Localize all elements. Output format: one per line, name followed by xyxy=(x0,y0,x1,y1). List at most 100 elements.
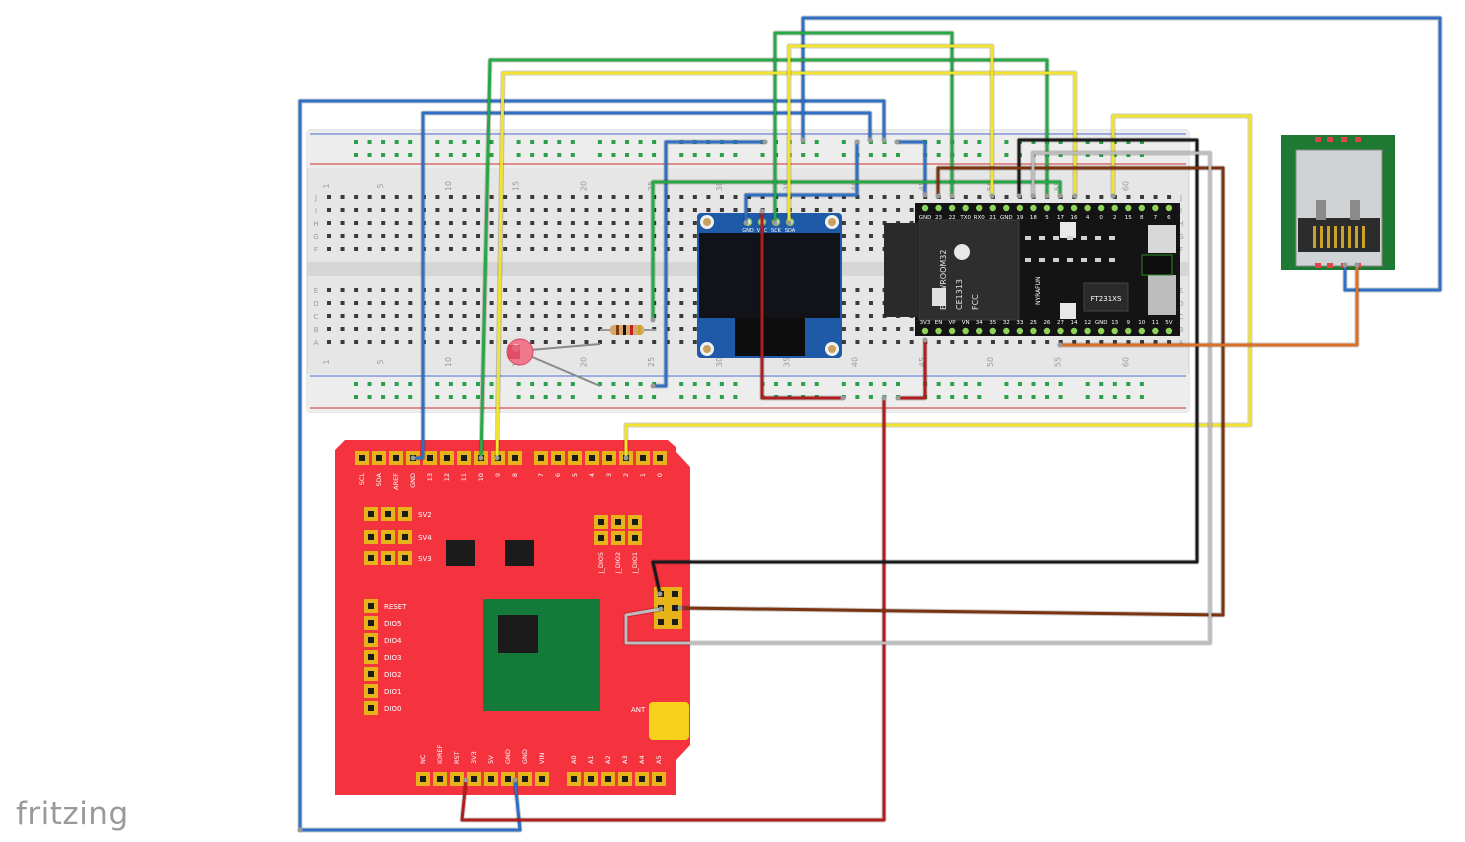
bb-hole xyxy=(448,327,453,331)
shield-dio-label: RESET xyxy=(384,603,407,611)
bb-hole xyxy=(1031,340,1036,344)
wire-layer[interactable] xyxy=(297,15,1443,833)
bb-hole xyxy=(448,221,453,225)
shield-sv-header-hole xyxy=(385,534,391,540)
bb-hole xyxy=(327,247,331,251)
esp32-pin-label: 27 xyxy=(1057,320,1064,326)
esp32-pin-top xyxy=(1084,204,1091,212)
bb-hole xyxy=(327,195,331,199)
rail-hole xyxy=(475,140,480,144)
rail-hole xyxy=(516,382,521,386)
wire-blue-led xyxy=(651,140,767,388)
bb-hole xyxy=(448,247,453,251)
wire-green-sck-end xyxy=(772,220,778,226)
rj45-jack[interactable] xyxy=(1281,135,1395,270)
shield-icsp-right-hole xyxy=(672,591,678,597)
bb-hole xyxy=(408,234,413,238)
bb-hole xyxy=(543,208,548,212)
bb-hole xyxy=(665,340,670,344)
wire-blue-esp-gnd-end xyxy=(922,192,928,198)
bb-hole xyxy=(882,340,887,344)
esp32-pin-label: 7 xyxy=(1154,215,1158,221)
shield-analog-header-hole xyxy=(588,776,594,782)
bb-hole xyxy=(584,247,589,251)
bb-hole xyxy=(476,340,481,344)
shield-digital-label: 12 xyxy=(443,473,451,481)
esp32-pin-bottom xyxy=(948,327,956,335)
rail-hole xyxy=(841,382,846,386)
rail-hole xyxy=(489,382,494,386)
rail-hole xyxy=(597,153,602,157)
wire-black xyxy=(651,138,1199,596)
bb-hole xyxy=(354,234,359,238)
shield-sv-header-hole xyxy=(385,511,391,517)
esp32-pin-bottom xyxy=(1152,327,1159,335)
bb-hole xyxy=(394,340,399,344)
rail-hole xyxy=(1031,382,1036,386)
rail-hole xyxy=(936,140,941,144)
bb-hole xyxy=(381,221,386,225)
rail-hole xyxy=(692,395,697,399)
shield-power-label: NC xyxy=(419,754,427,764)
bb-hole xyxy=(570,221,575,225)
rj45-pad xyxy=(1341,137,1347,142)
rail-hole xyxy=(381,395,386,399)
shield-digital-label: AREF xyxy=(392,473,400,490)
shield-icsp-right-hole xyxy=(672,605,678,611)
wire-blue-esp-gnd xyxy=(895,140,927,197)
rail-hole xyxy=(354,153,358,157)
bb-hole xyxy=(476,234,481,238)
led[interactable] xyxy=(506,338,601,387)
esp32-pin-top xyxy=(976,204,983,212)
rail-hole xyxy=(1099,395,1104,399)
bb-hole xyxy=(448,314,453,318)
wire-orange-rj45-end xyxy=(1057,342,1063,348)
bb-hole xyxy=(354,314,359,318)
shield-digital-label: 7 xyxy=(537,473,545,477)
rail-hole xyxy=(381,382,386,386)
bb-hole xyxy=(855,314,860,318)
bb-hole xyxy=(448,208,453,212)
wire-white-end xyxy=(658,606,664,612)
bb-hole xyxy=(692,288,697,292)
wire-blue-shield-gnd xyxy=(298,778,522,832)
rail-hole xyxy=(475,382,480,386)
bb-hole xyxy=(557,327,562,331)
bb-hole xyxy=(1058,340,1063,344)
bb-hole xyxy=(638,208,643,212)
resistor[interactable] xyxy=(600,325,656,335)
rail-hole xyxy=(896,153,900,157)
bb-hole xyxy=(367,247,372,251)
rail-hole xyxy=(1112,140,1117,144)
bb-hole xyxy=(950,340,955,344)
rail-hole xyxy=(448,153,453,157)
bb-hole xyxy=(462,234,467,238)
bb-hole xyxy=(489,208,494,212)
bb-hole xyxy=(638,340,643,344)
esp32-pin-label: 8 xyxy=(1140,215,1144,221)
bb-hole xyxy=(367,301,372,305)
esp32-pin-label: 23 xyxy=(935,215,942,221)
rail-hole xyxy=(435,140,440,144)
bb-hole xyxy=(394,288,399,292)
shield-dio-label: DIO3 xyxy=(384,654,401,662)
rail-hole xyxy=(963,395,968,399)
bb-hole xyxy=(1085,195,1090,199)
rail-hole xyxy=(1045,395,1050,399)
bb-hole xyxy=(543,234,548,238)
wire-black-end xyxy=(657,591,663,597)
bb-hole xyxy=(503,314,508,318)
bb-hole xyxy=(1140,195,1144,199)
rail-hole xyxy=(557,382,562,386)
rail-hole xyxy=(367,382,372,386)
rail-hole xyxy=(814,382,819,386)
shield-digital-label: 9 xyxy=(494,473,502,477)
bb-hole xyxy=(367,314,372,318)
rail-hole xyxy=(882,382,887,386)
esp32-pin-top xyxy=(989,204,996,212)
bb-hole xyxy=(1167,195,1172,199)
oled-pin-label: SCK xyxy=(771,228,782,234)
